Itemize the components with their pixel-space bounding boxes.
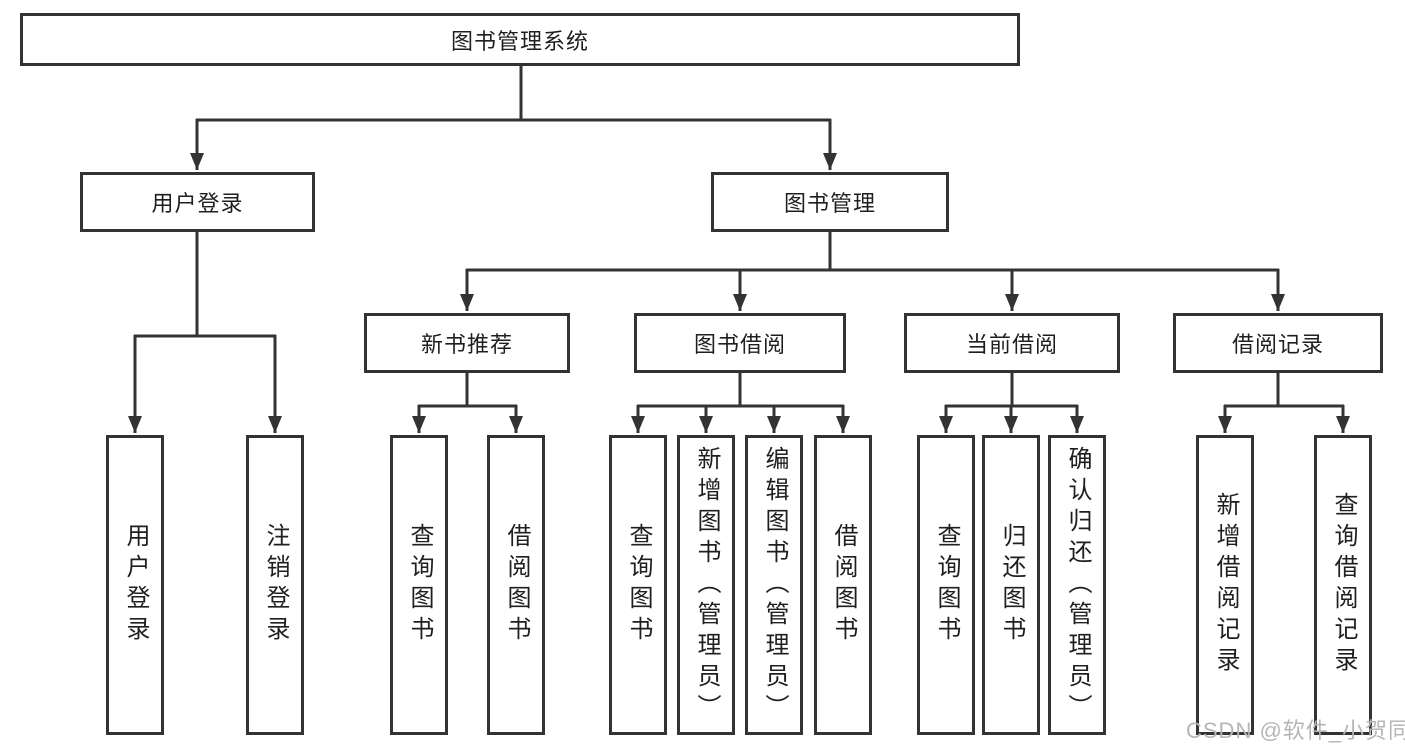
leaf-label: 查询图书 [933, 523, 960, 647]
leaf-label: 新增借阅记录 [1212, 492, 1239, 678]
leaf-label: 用户登录 [122, 523, 149, 647]
leaf-return-books: 归还图书 [982, 435, 1040, 735]
node-user-login: 用户登录 [80, 172, 315, 232]
leaf-query-books-current: 查询图书 [917, 435, 975, 735]
node-label: 图书管理系统 [450, 28, 589, 54]
node-label: 图书管理 [783, 191, 876, 216]
leaf-query-borrow-record: 查询借阅记录 [1314, 435, 1372, 735]
node-borrowing-records: 借阅记录 [1173, 313, 1383, 373]
leaf-query-books-borrowing: 查询图书 [609, 435, 667, 735]
leaf-user-login: 用户登录 [106, 435, 164, 735]
node-library-management-system: 图书管理系统 [20, 13, 1020, 66]
node-book-management: 图书管理 [711, 172, 949, 232]
node-label: 借阅记录 [1231, 332, 1324, 357]
leaf-add-book-admin: 新增图书（管理员） [677, 435, 735, 735]
node-label: 图书借阅 [693, 332, 786, 357]
leaf-label: 查询借阅记录 [1330, 492, 1357, 678]
leaf-edit-book-admin: 编辑图书（管理员） [745, 435, 803, 735]
leaf-label: 查询图书 [625, 523, 652, 647]
node-label: 用户登录 [151, 191, 244, 216]
leaf-label: 借阅图书 [503, 523, 530, 647]
leaf-label: 注销登录 [262, 523, 289, 647]
leaf-borrow-books-recommend: 借阅图书 [487, 435, 545, 735]
leaf-label: 借阅图书 [830, 523, 857, 647]
leaf-label: 确认归还（管理员） [1064, 445, 1091, 725]
leaf-label: 编辑图书（管理员） [761, 445, 788, 725]
node-new-book-recommendation: 新书推荐 [364, 313, 570, 373]
leaf-query-books-recommend: 查询图书 [390, 435, 448, 735]
node-book-borrowing: 图书借阅 [634, 313, 846, 373]
leaf-add-borrow-record: 新增借阅记录 [1196, 435, 1254, 735]
leaf-borrow-books-borrowing: 借阅图书 [814, 435, 872, 735]
leaf-label: 新增图书（管理员） [693, 445, 720, 725]
leaf-logout: 注销登录 [246, 435, 304, 735]
leaf-confirm-return-admin: 确认归还（管理员） [1048, 435, 1106, 735]
node-current-borrowing: 当前借阅 [904, 313, 1120, 373]
leaf-label: 归还图书 [998, 523, 1025, 647]
csdn-watermark: CSDN @软件_小贺同学 [1186, 718, 1405, 743]
node-label: 当前借阅 [965, 332, 1058, 357]
leaf-label: 查询图书 [406, 523, 433, 647]
node-label: 新书推荐 [420, 332, 513, 357]
